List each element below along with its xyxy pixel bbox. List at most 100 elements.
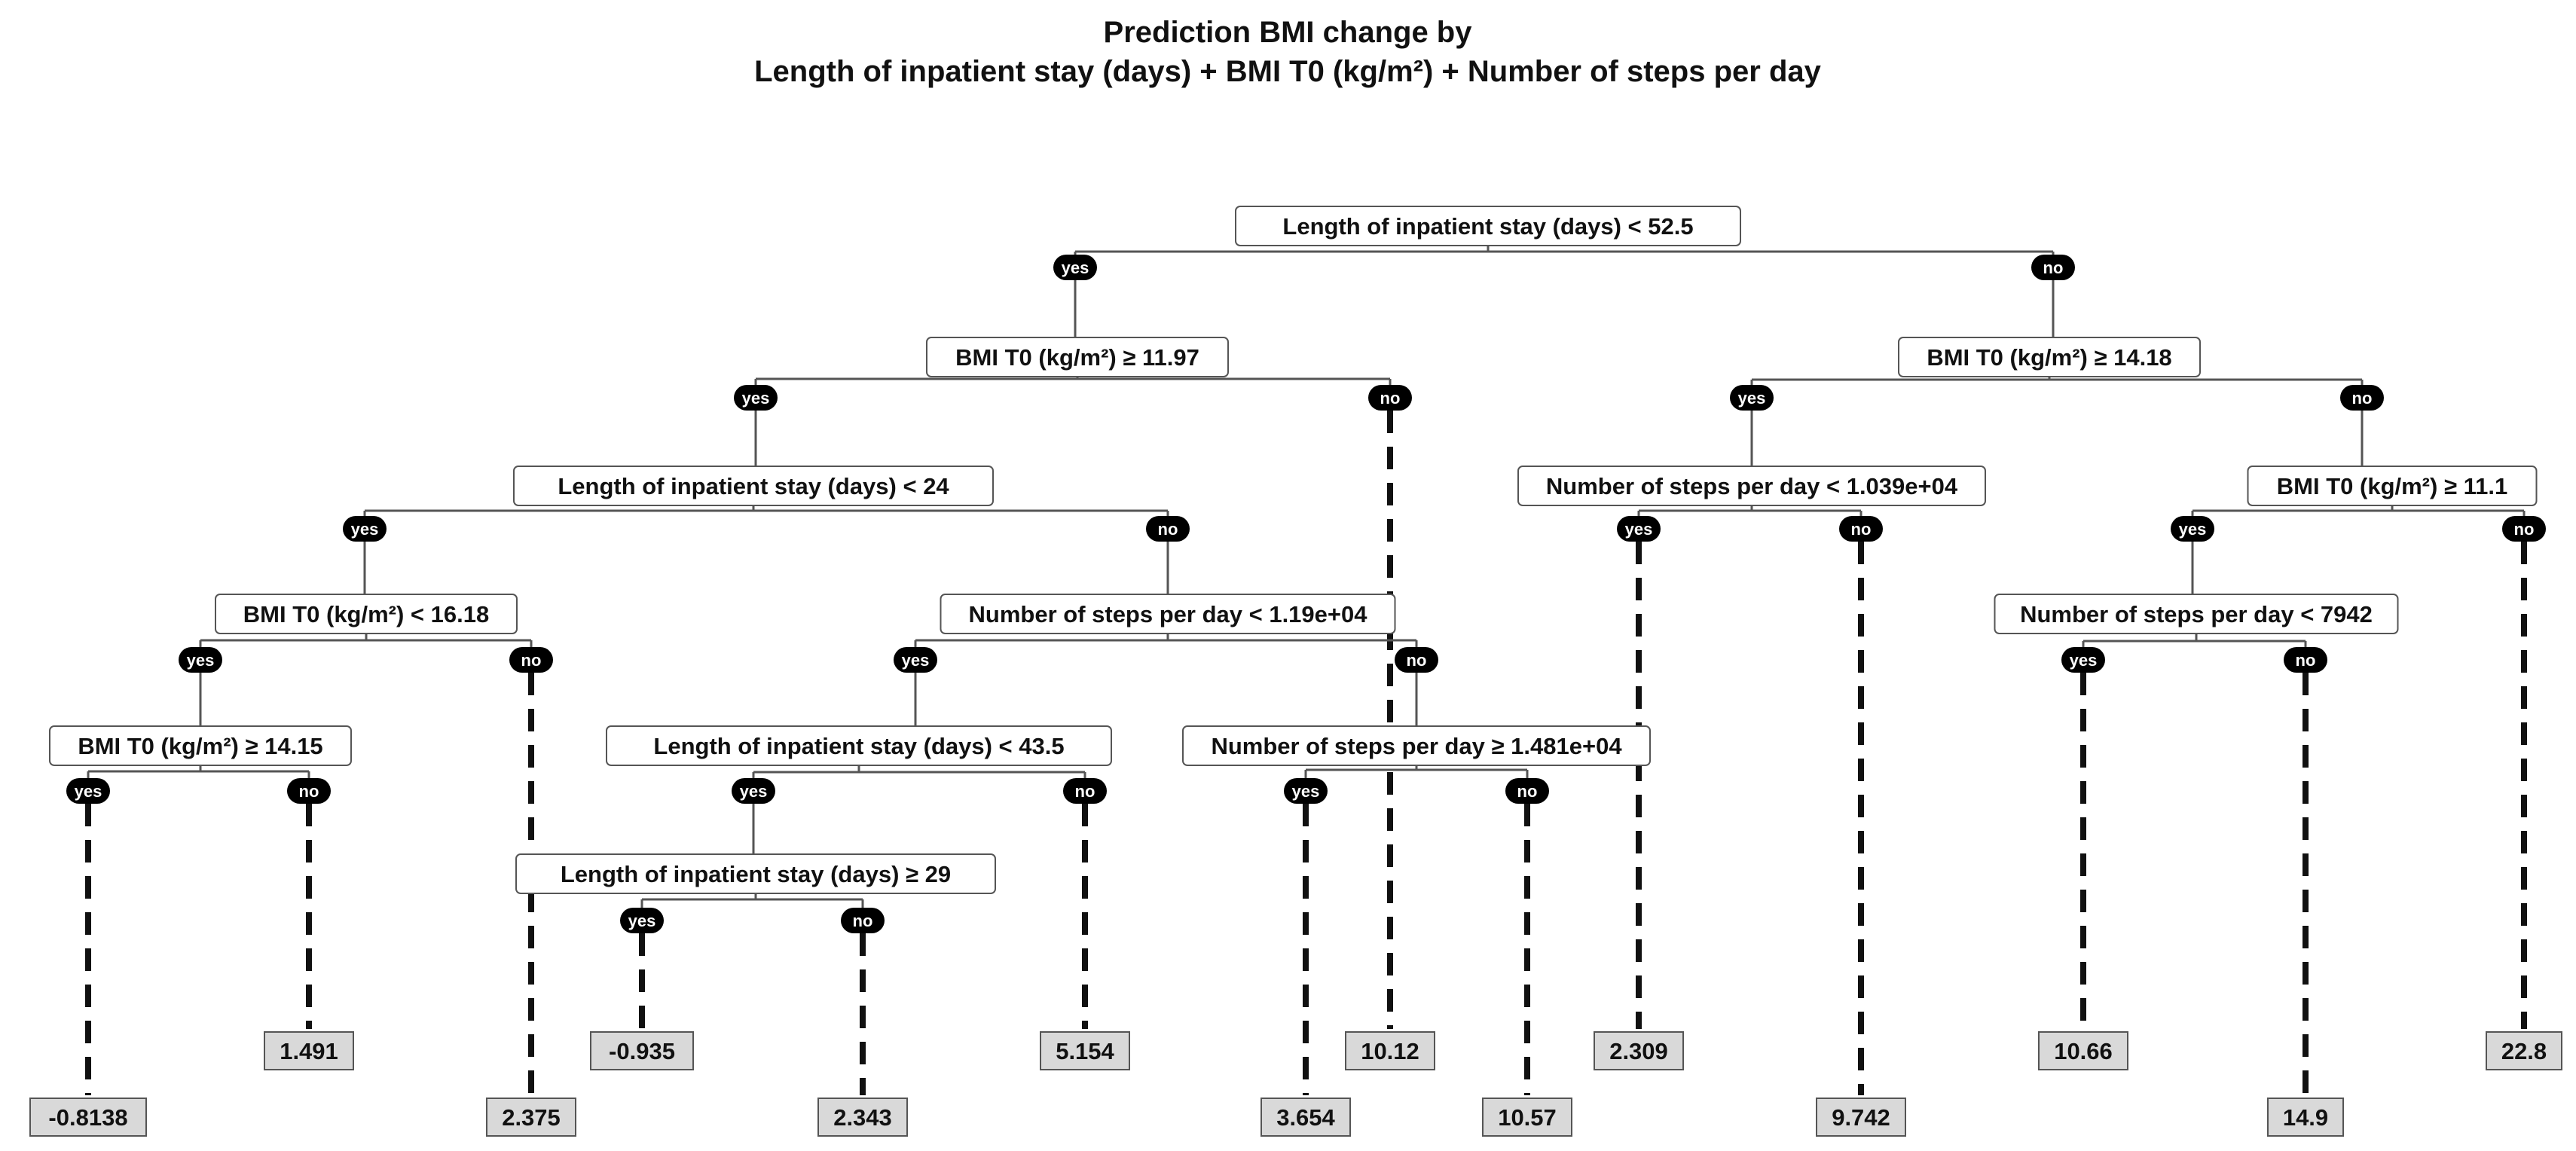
no-branch-label: no	[1517, 782, 1538, 801]
no-branch-label: no	[2352, 389, 2373, 408]
yes-branch-label: yes	[1738, 389, 1766, 408]
leaf-node-value: 10.66	[2054, 1038, 2113, 1064]
no-branch-pill	[2031, 255, 2075, 280]
no-branch-label: no	[2296, 651, 2316, 670]
yes-branch-pill	[1053, 255, 1097, 280]
split-node-label: BMI T0 (kg/m²) < 16.18	[243, 601, 489, 627]
yes-branch-label: yes	[2179, 520, 2207, 539]
no-branch-pill	[1146, 516, 1190, 542]
no-branch-pill	[1368, 385, 1412, 411]
no-branch-pill	[2284, 647, 2327, 673]
split-node-box	[1517, 466, 1986, 506]
leaf-node-value: 2.309	[1609, 1038, 1668, 1064]
leaf-node-box	[1816, 1098, 1906, 1137]
yes-branch-label: yes	[351, 520, 379, 539]
yes-branch-pill	[1617, 516, 1661, 542]
no-branch-label: no	[299, 782, 319, 801]
leaf-node-value: 1.491	[280, 1038, 338, 1064]
yes-branch-label: yes	[1625, 520, 1653, 539]
split-node-box	[515, 853, 996, 894]
split-node-box	[926, 337, 1229, 377]
leaf-node-box	[486, 1098, 576, 1137]
split-node-box	[1235, 206, 1741, 246]
no-branch-pill	[2502, 516, 2546, 542]
leaf-node-value: -0.935	[609, 1038, 675, 1064]
leaf-node-value: 22.8	[2501, 1038, 2547, 1064]
yes-branch-pill	[343, 516, 387, 542]
leaf-node-value: -0.8138	[48, 1104, 127, 1131]
split-node-label: BMI T0 (kg/m²) ≥ 14.18	[1927, 344, 2171, 371]
no-branch-label: no	[1380, 389, 1401, 408]
yes-branch-pill	[894, 647, 937, 673]
leaf-node-box	[817, 1098, 908, 1137]
leaf-node-box	[1260, 1098, 1351, 1137]
split-node-label: BMI T0 (kg/m²) ≥ 11.97	[955, 344, 1199, 371]
no-branch-pill	[2340, 385, 2384, 411]
leaf-node-box	[2267, 1098, 2344, 1137]
leaf-node-box	[2486, 1031, 2562, 1070]
yes-branch-label: yes	[1062, 258, 1089, 277]
no-branch-label: no	[853, 911, 873, 930]
leaf-node-value: 2.343	[833, 1104, 892, 1131]
split-node-box	[215, 594, 518, 634]
no-branch-pill	[1063, 778, 1107, 804]
leaf-node-box	[1594, 1031, 1684, 1070]
leaf-node-value: 3.654	[1276, 1104, 1335, 1131]
split-node-label: BMI T0 (kg/m²) ≥ 14.15	[78, 733, 322, 759]
leaf-node-value: 2.375	[502, 1104, 561, 1131]
split-node-label: BMI T0 (kg/m²) ≥ 11.1	[2277, 473, 2507, 499]
leaf-node-box	[2038, 1031, 2128, 1070]
split-node-label: Length of inpatient stay (days) < 52.5	[1282, 213, 1693, 240]
leaf-node-value: 5.154	[1056, 1038, 1114, 1064]
title-line-1: Prediction BMI change by	[1104, 16, 1473, 49]
no-branch-pill	[509, 647, 553, 673]
title-line-2: Length of inpatient stay (days) + BMI T0…	[754, 55, 1822, 88]
split-node-box	[49, 725, 352, 766]
split-node-box	[513, 466, 994, 506]
no-branch-label: no	[1851, 520, 1872, 539]
split-node-label: Length of inpatient stay (days) < 24	[558, 473, 949, 499]
split-node-box	[940, 594, 1396, 634]
yes-branch-pill	[179, 647, 222, 673]
split-node-label: Number of steps per day < 1.19e+04	[969, 601, 1368, 627]
yes-branch-pill	[1284, 778, 1328, 804]
leaf-node-box	[1040, 1031, 1130, 1070]
split-node-label: Number of steps per day < 7942	[2020, 601, 2373, 627]
split-node-label: Number of steps per day < 1.039e+04	[1546, 473, 1958, 499]
leaf-node-value: 10.57	[1498, 1104, 1557, 1131]
no-branch-pill	[287, 778, 331, 804]
yes-branch-label: yes	[902, 651, 930, 670]
tree-nodes: Prediction BMI change by Length of inpat…	[29, 16, 2562, 1137]
tree-edges	[85, 226, 2527, 1095]
leaf-node-value: 10.12	[1361, 1038, 1419, 1064]
yes-branch-label: yes	[628, 911, 656, 930]
yes-branch-pill	[734, 385, 778, 411]
split-node-label: Number of steps per day ≥ 1.481e+04	[1211, 733, 1622, 759]
yes-branch-pill	[2171, 516, 2214, 542]
no-branch-pill	[1395, 647, 1438, 673]
no-branch-label: no	[2043, 258, 2064, 277]
leaf-node-box	[590, 1031, 694, 1070]
split-node-box	[606, 725, 1112, 766]
leaf-node-value: 14.9	[2283, 1104, 2328, 1131]
no-branch-label: no	[521, 651, 542, 670]
leaf-node-value: 9.742	[1832, 1104, 1890, 1131]
split-node-label: Length of inpatient stay (days) ≥ 29	[561, 861, 951, 887]
no-branch-pill	[1505, 778, 1549, 804]
split-node-box	[2247, 466, 2538, 506]
yes-branch-pill	[732, 778, 775, 804]
yes-branch-label: yes	[740, 782, 768, 801]
leaf-node-box	[264, 1031, 354, 1070]
split-node-label: Length of inpatient stay (days) < 43.5	[653, 733, 1064, 759]
yes-branch-label: yes	[1292, 782, 1320, 801]
split-node-box	[1994, 594, 2399, 634]
yes-branch-label: yes	[2070, 651, 2098, 670]
leaf-node-box	[1482, 1098, 1572, 1137]
leaf-node-box	[29, 1098, 147, 1137]
no-branch-label: no	[1158, 520, 1178, 539]
split-node-box	[1182, 725, 1651, 766]
yes-branch-pill	[620, 908, 664, 933]
no-branch-label: no	[1075, 782, 1095, 801]
no-branch-label: no	[1407, 651, 1427, 670]
